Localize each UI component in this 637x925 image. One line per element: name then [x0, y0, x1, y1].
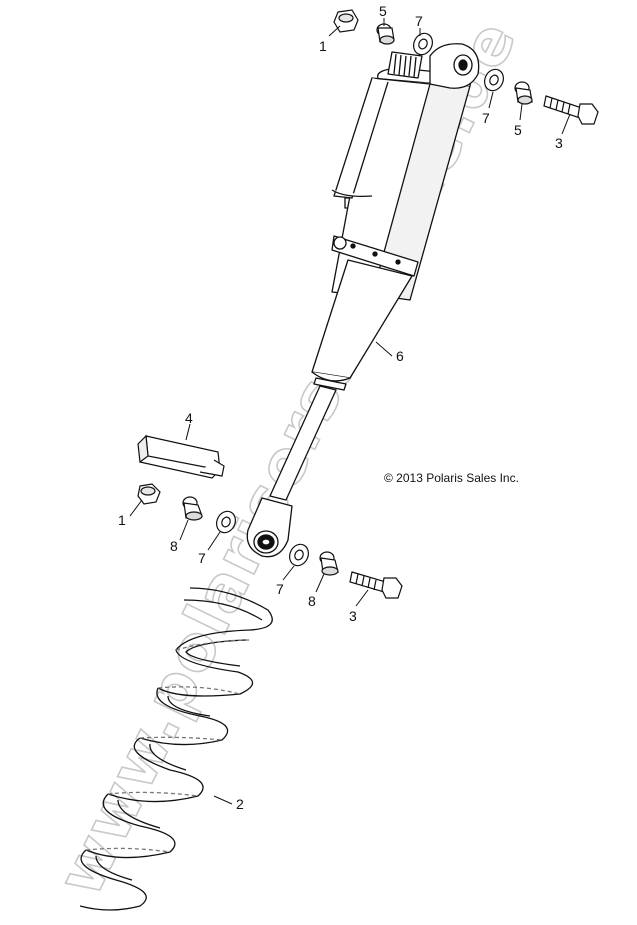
part-2-coil-spring — [79, 587, 273, 911]
part-3-bolt-top — [543, 95, 599, 125]
callout-7-bottom: 7 — [276, 581, 284, 597]
callout-3-bottom: 3 — [349, 608, 357, 624]
preload-collar — [331, 235, 419, 277]
shaft — [269, 385, 337, 501]
callout-8-bottom: 8 — [308, 593, 316, 609]
callout-5-top: 5 — [379, 3, 387, 19]
callout-4: 4 — [185, 410, 193, 426]
bottom-eye — [246, 497, 293, 558]
callout-labels: 1 5 7 7 5 3 6 4 1 8 7 7 8 3 2 — [118, 3, 563, 812]
callout-7-right: 7 — [482, 110, 490, 126]
part-7-washer-bottom — [289, 543, 309, 567]
callout-1-left: 1 — [118, 512, 126, 528]
part-3-bolt-bottom — [349, 571, 403, 599]
part-5-bushing-right — [514, 81, 533, 105]
callout-8-left: 8 — [170, 538, 178, 554]
callout-5-right: 5 — [514, 122, 522, 138]
part-8-bushing-bottom — [319, 551, 339, 576]
part-7-washer-left — [216, 510, 236, 534]
callout-7-left: 7 — [198, 550, 206, 566]
part-4-bump-stop — [137, 434, 225, 479]
top-mount-eye — [429, 43, 480, 89]
callout-1-top: 1 — [319, 38, 327, 54]
part-5-bushing-top — [376, 23, 395, 45]
leader-lines — [129, 18, 571, 805]
copyright-notice: © 2013 Polaris Sales Inc. — [384, 471, 519, 485]
callout-3-top: 3 — [555, 135, 563, 151]
top-cap — [387, 51, 423, 79]
part-7-washer-right — [484, 68, 504, 92]
callout-2: 2 — [236, 796, 244, 812]
callout-7-top: 7 — [415, 13, 423, 29]
part-8-bushing-left — [182, 496, 203, 521]
lower-body — [311, 259, 413, 391]
part-7-washer-top — [413, 32, 433, 56]
shock-absorber — [246, 43, 480, 558]
part-1-nut-left — [137, 483, 161, 505]
main-cylinder — [331, 77, 431, 297]
callout-6: 6 — [396, 348, 404, 364]
